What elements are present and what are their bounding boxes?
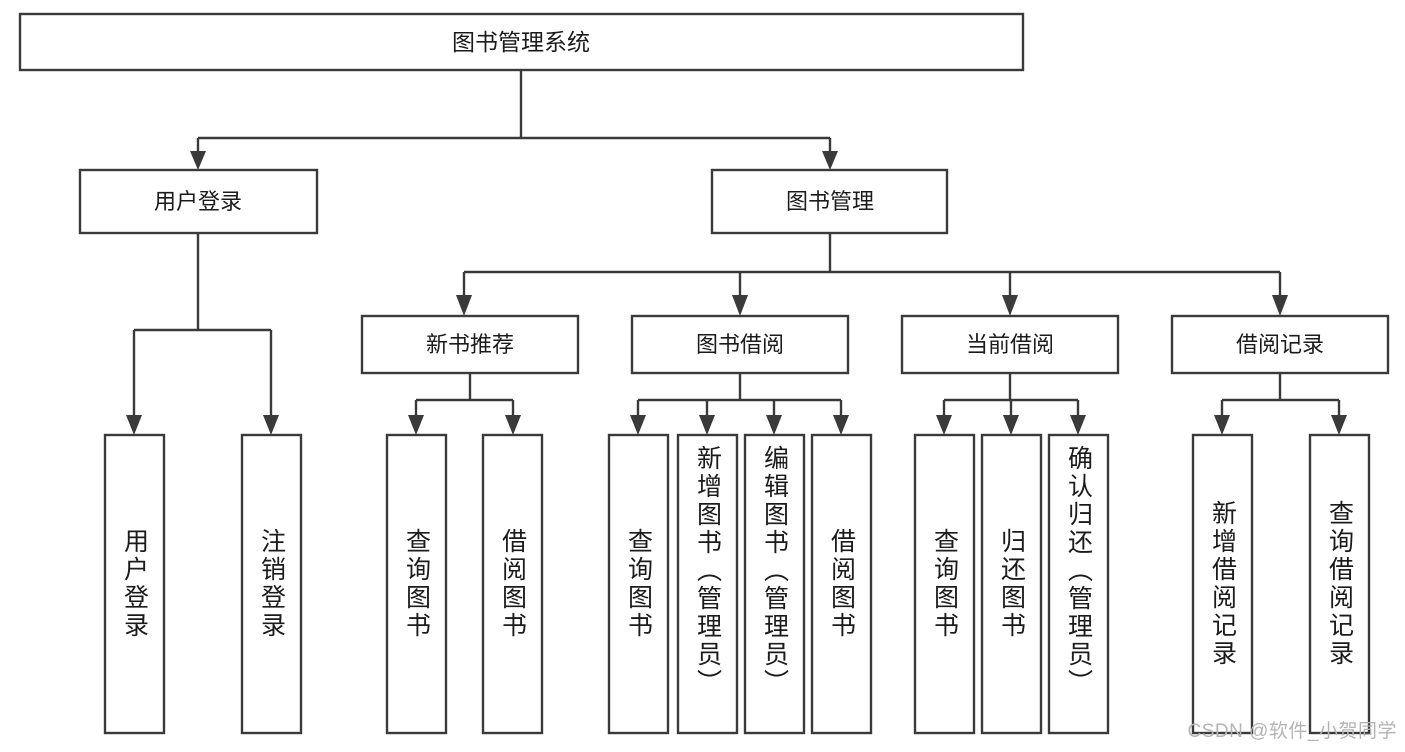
connector-group-bookmgmt-to-level3 bbox=[456, 233, 1288, 316]
arrow-head-icon bbox=[1002, 295, 1018, 316]
node-label: 当前借阅 bbox=[966, 332, 1054, 357]
arrow-head-icon bbox=[936, 415, 952, 435]
node-label: 图书管理系统 bbox=[452, 29, 590, 55]
connector-group-userlogin-to-leaves bbox=[126, 233, 279, 435]
node-label: 图书借阅 bbox=[696, 332, 784, 357]
arrow-head-icon bbox=[408, 415, 424, 435]
arrow-head-icon bbox=[1003, 415, 1019, 435]
arrow-head-icon bbox=[456, 295, 472, 316]
node-box bbox=[630, 314, 850, 375]
node-root-system[interactable]: 图书管理系统 bbox=[18, 12, 1025, 72]
node-label: 用户登录 bbox=[154, 189, 242, 214]
arrow-head-icon bbox=[732, 295, 748, 316]
leaf-box-return-book[interactable] bbox=[980, 433, 1043, 735]
node-label: 新书推荐 bbox=[426, 332, 514, 357]
leaf-box-confirm-return-admin[interactable] bbox=[1047, 433, 1110, 735]
node-new-book-recommend[interactable]: 新书推荐 bbox=[360, 314, 580, 375]
leaf-box-query-book[interactable] bbox=[607, 433, 670, 735]
leaf-group-new-book-recommend bbox=[385, 433, 544, 735]
connector-group-bookborrow-to-leaves bbox=[630, 373, 849, 435]
arrow-head-icon bbox=[505, 415, 521, 435]
leaf-box-user-login[interactable] bbox=[103, 433, 166, 735]
arrow-head-icon bbox=[630, 415, 646, 435]
node-box bbox=[360, 314, 580, 375]
leaf-group-borrow-record bbox=[1191, 433, 1371, 735]
leaf-group-current-borrow bbox=[913, 433, 1110, 735]
connector-group-newbook-to-leaves bbox=[408, 373, 521, 435]
node-book-borrow[interactable]: 图书借阅 bbox=[630, 314, 850, 375]
leaf-box-query-book[interactable] bbox=[385, 433, 448, 735]
node-box bbox=[900, 314, 1120, 375]
node-label: 借阅记录 bbox=[1236, 332, 1324, 357]
arrow-head-icon bbox=[1331, 415, 1347, 435]
leaf-box-query-borrow-record[interactable] bbox=[1308, 433, 1371, 735]
arrow-head-icon bbox=[699, 415, 715, 435]
leaf-box-logout[interactable] bbox=[240, 433, 303, 735]
leaf-group-book-borrow bbox=[607, 433, 873, 735]
arrow-head-icon bbox=[126, 415, 142, 435]
connector-group-currentborrow-to-leaves bbox=[936, 373, 1086, 435]
leaf-box-borrow-book[interactable] bbox=[481, 433, 544, 735]
arrow-head-icon bbox=[822, 151, 838, 170]
node-box bbox=[78, 168, 319, 235]
leaf-box-add-book-admin[interactable] bbox=[676, 433, 739, 735]
arrow-head-icon bbox=[766, 415, 782, 435]
leaf-box-add-borrow-record[interactable] bbox=[1191, 433, 1254, 735]
arrow-head-icon bbox=[263, 415, 279, 435]
node-book-management[interactable]: 图书管理 bbox=[710, 168, 949, 235]
arrow-head-icon bbox=[1272, 295, 1288, 316]
node-borrow-record[interactable]: 借阅记录 bbox=[1170, 314, 1390, 375]
connector-group-borrowrecord-to-leaves bbox=[1214, 373, 1347, 435]
leaf-box-borrow-book[interactable] bbox=[810, 433, 873, 735]
leaf-box-query-book[interactable] bbox=[913, 433, 976, 735]
node-current-borrow[interactable]: 当前借阅 bbox=[900, 314, 1120, 375]
node-box bbox=[1170, 314, 1390, 375]
node-label: 图书管理 bbox=[786, 189, 874, 214]
node-box bbox=[710, 168, 949, 235]
node-box bbox=[18, 12, 1025, 72]
arrow-head-icon bbox=[1070, 415, 1086, 435]
connector-group-root-to-level2 bbox=[190, 70, 838, 170]
arrow-head-icon bbox=[1214, 415, 1230, 435]
arrow-head-icon bbox=[190, 151, 206, 170]
leaf-group-user-login bbox=[103, 433, 303, 735]
node-user-login[interactable]: 用户登录 bbox=[78, 168, 319, 235]
arrow-head-icon bbox=[833, 415, 849, 435]
leaf-box-edit-book-admin[interactable] bbox=[743, 433, 806, 735]
